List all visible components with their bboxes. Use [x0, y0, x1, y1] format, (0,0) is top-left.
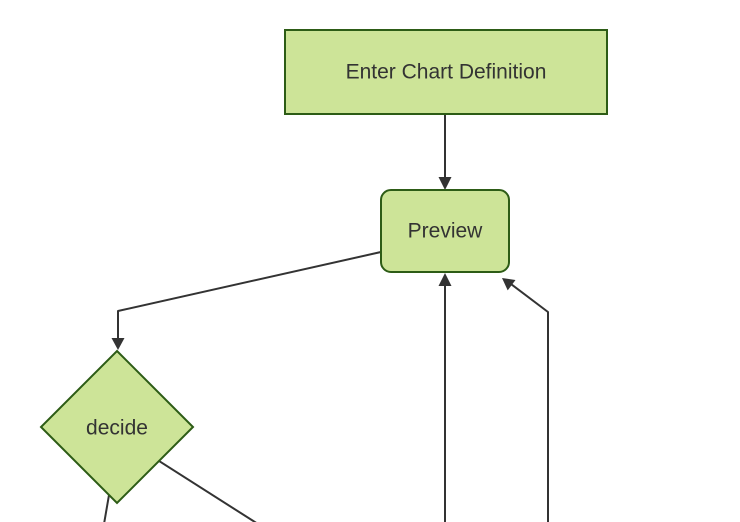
- arrowhead-up-icon: [438, 273, 452, 286]
- arrowhead-up-left-icon: [502, 278, 516, 291]
- node-enter-chart-definition-label: Enter Chart Definition: [346, 61, 547, 84]
- arrowhead-down-icon: [111, 338, 125, 350]
- edge-offscreen-right-to-preview: [509, 282, 549, 522]
- edge-layer: [103, 113, 549, 522]
- node-enter-chart-definition-box: [284, 29, 608, 115]
- node-decide: decide: [39, 349, 195, 505]
- edge-decide-to-offscreen-left: [103, 493, 111, 522]
- edge-preview-to-decide: [117, 250, 383, 340]
- node-preview-box: [380, 189, 510, 273]
- edge-decide-to-offscreen-right: [157, 459, 257, 522]
- node-preview: Preview: [380, 189, 510, 273]
- node-decide-diamond: [39, 349, 195, 505]
- node-preview-label: Preview: [408, 220, 484, 243]
- node-enter-chart-definition: Enter Chart Definition: [284, 29, 608, 115]
- node-decide-label: decide: [86, 417, 148, 440]
- arrowhead-down-icon: [438, 177, 452, 190]
